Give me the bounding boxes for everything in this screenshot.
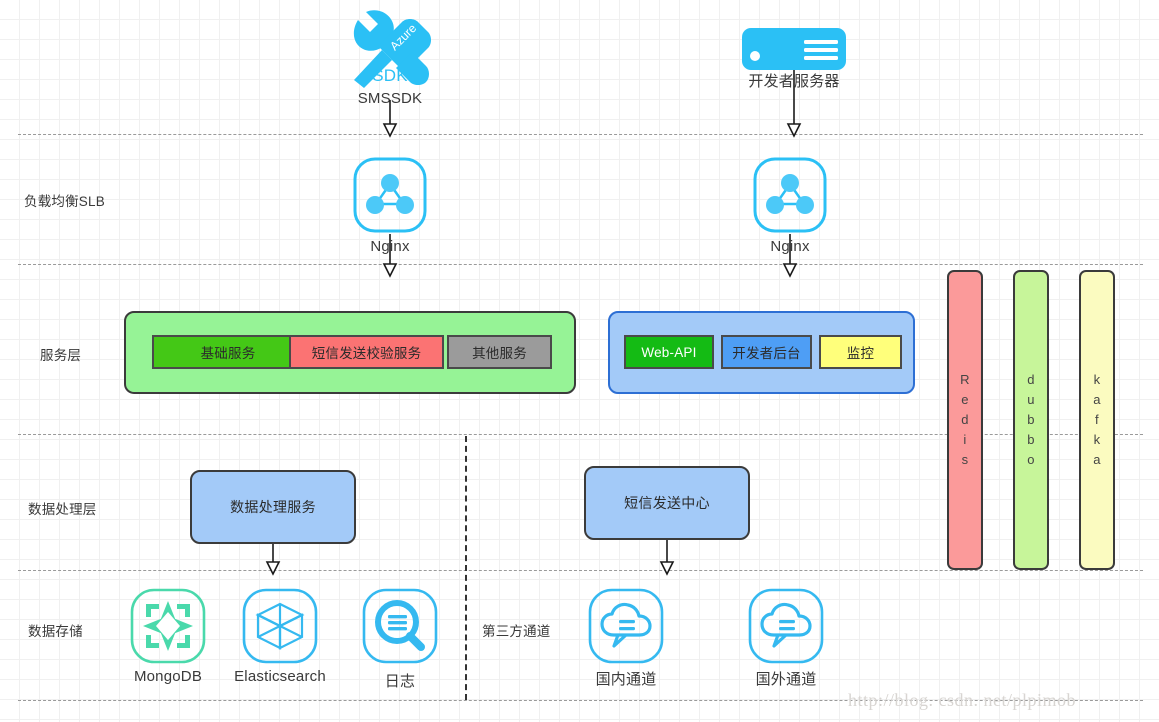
- arrow-devserver-to-nginx: [784, 70, 804, 145]
- dubbo-letter-2: b: [1027, 411, 1035, 427]
- kafka-letter-4: a: [1093, 452, 1101, 468]
- service-box-sms-verify[interactable]: 短信发送校验服务: [289, 335, 444, 369]
- dubbo-letter-0: d: [1027, 371, 1035, 387]
- separator-service: [18, 434, 1143, 435]
- service-box-web-api[interactable]: Web-API: [624, 335, 714, 369]
- label-third-party-channel: 第三方通道: [482, 624, 551, 639]
- redis-letter-4: s: [961, 452, 969, 468]
- dubbo-letter-1: u: [1027, 391, 1035, 407]
- server-icon: [742, 28, 846, 70]
- sdk-icon-label: SDK: [372, 66, 408, 85]
- cloud-message-icon: [588, 588, 664, 664]
- load-balancer-icon: [352, 156, 428, 234]
- core-service-group: 基础服务 短信发送校验服务 其他服务: [124, 311, 576, 394]
- node-sms-send-center[interactable]: 短信发送中心: [584, 466, 750, 540]
- cloud-message-icon: [748, 588, 824, 664]
- row-label-slb: 负载均衡SLB: [24, 194, 105, 209]
- service-box-basic-service[interactable]: 基础服务: [152, 335, 304, 369]
- redis-letter-2: d: [961, 411, 969, 427]
- arrow-dataprocess-to-storage: [263, 544, 283, 581]
- service-box-dev-console[interactable]: 开发者后台: [721, 335, 812, 369]
- load-balancer-icon: [752, 156, 828, 234]
- api-group: Web-API 开发者后台 监控: [608, 311, 915, 394]
- middleware-bar-dubbo[interactable]: d u b b o: [1013, 270, 1049, 570]
- dubbo-letter-4: o: [1027, 452, 1035, 468]
- row-label-storage: 数据存储: [28, 624, 83, 639]
- redis-letter-3: i: [963, 432, 967, 448]
- node-data-process-service[interactable]: 数据处理服务: [190, 470, 356, 544]
- redis-letter-1: e: [961, 391, 969, 407]
- domestic-channel-caption: 国内通道: [595, 671, 657, 688]
- elasticsearch-icon: [242, 588, 318, 664]
- separator-top: [18, 134, 1143, 135]
- middleware-bar-kafka[interactable]: k a f k a: [1079, 270, 1115, 570]
- sms-sdk-caption: SMSSDK: [357, 90, 423, 107]
- elasticsearch-caption: Elasticsearch: [234, 668, 326, 685]
- mongodb-caption: MongoDB: [133, 668, 203, 685]
- row-label-process: 数据处理层: [28, 502, 97, 517]
- arrow-nginx-right-to-service: [780, 234, 800, 285]
- middleware-bar-redis[interactable]: R e d i s: [947, 270, 983, 570]
- dubbo-letter-3: b: [1027, 432, 1035, 448]
- log-caption: 日志: [384, 673, 416, 690]
- log-search-icon: [362, 588, 438, 664]
- service-box-monitor[interactable]: 监控: [819, 335, 902, 369]
- separator-process: [18, 570, 1143, 571]
- azure-tools-icon: Azure: [348, 6, 432, 90]
- mongodb-icon: [130, 588, 206, 664]
- arrow-nginx-left-to-service: [380, 234, 400, 285]
- separator-bottom: [18, 700, 1143, 701]
- service-box-other-service[interactable]: 其他服务: [447, 335, 552, 369]
- watermark-text: http://blog. csdn. net/plpimob: [848, 690, 1076, 710]
- arrow-smssdk-to-nginx: [380, 100, 400, 145]
- overseas-channel-caption: 国外通道: [755, 671, 817, 688]
- separator-slb: [18, 264, 1143, 265]
- kafka-letter-2: f: [1095, 411, 1099, 427]
- separator-third-party: [465, 436, 467, 700]
- arrow-smscenter-to-channel: [657, 540, 677, 581]
- kafka-letter-1: a: [1093, 391, 1101, 407]
- kafka-letter-3: k: [1093, 432, 1101, 448]
- redis-letter-0: R: [960, 371, 970, 387]
- row-label-service: 服务层: [40, 348, 82, 363]
- kafka-letter-0: k: [1093, 371, 1101, 387]
